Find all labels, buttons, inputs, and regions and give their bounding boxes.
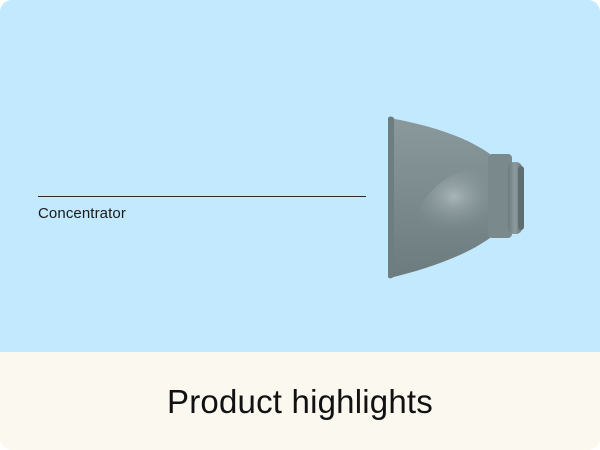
- callout-line: [38, 196, 366, 197]
- hero-panel: Concentrator: [0, 0, 600, 352]
- section-title[interactable]: Product highlights: [167, 383, 433, 420]
- callout-label: Concentrator: [38, 205, 126, 222]
- footer-bar: Product highlights: [0, 352, 600, 450]
- concentrator-nozzle-image: [388, 116, 524, 279]
